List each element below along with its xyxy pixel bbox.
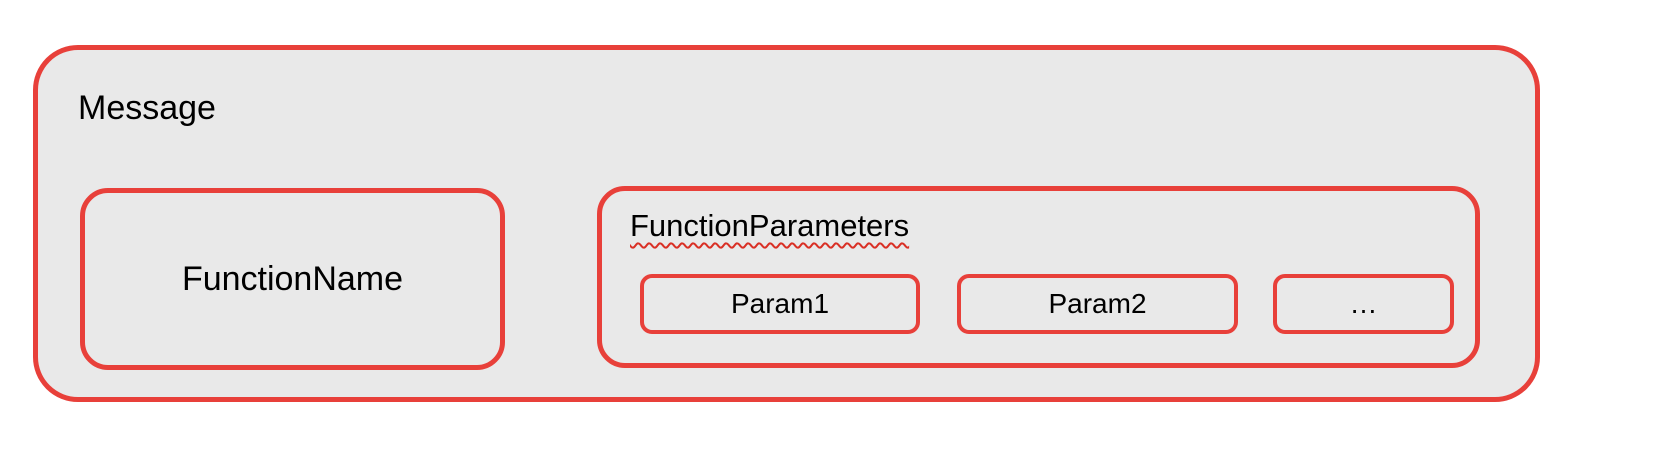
param-box-2: Param2: [957, 274, 1238, 334]
param-box-ellipsis: …: [1273, 274, 1454, 334]
function-parameters-box: FunctionParameters Param1 Param2 …: [597, 186, 1480, 368]
function-name-box: FunctionName: [80, 188, 505, 370]
function-parameters-label: FunctionParameters: [630, 208, 910, 243]
param2-label: Param2: [1048, 288, 1147, 319]
param-box-1: Param1: [640, 274, 920, 334]
message-label: Message: [78, 89, 216, 127]
function-name-label: FunctionName: [181, 259, 404, 298]
param-ellipsis-label: …: [1349, 288, 1378, 319]
message-box: Message FunctionName FunctionParameters …: [33, 45, 1540, 402]
param1-label: Param1: [730, 288, 830, 319]
